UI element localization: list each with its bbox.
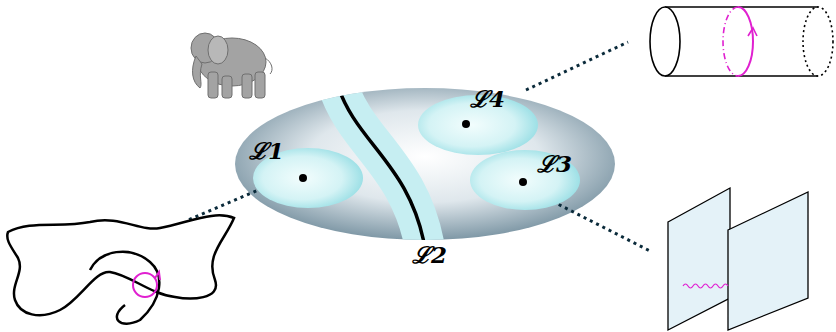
- region-label: ℒ2: [412, 242, 447, 267]
- leader-line: [188, 42, 652, 252]
- disk-region: ℒ1: [253, 148, 363, 208]
- region-label: ℒ1: [249, 138, 284, 163]
- knot-figure: [7, 215, 234, 323]
- cylinder-figure: [650, 7, 833, 76]
- band-region: ℒ2: [300, 88, 460, 278]
- region-label: ℒ3: [537, 151, 572, 176]
- elephant-icon: [191, 33, 272, 98]
- region-label: ℒ4: [470, 86, 505, 111]
- planes-figure: [668, 188, 808, 330]
- disk-region: ℒ3: [470, 150, 580, 210]
- disk-region: ℒ4: [418, 95, 538, 155]
